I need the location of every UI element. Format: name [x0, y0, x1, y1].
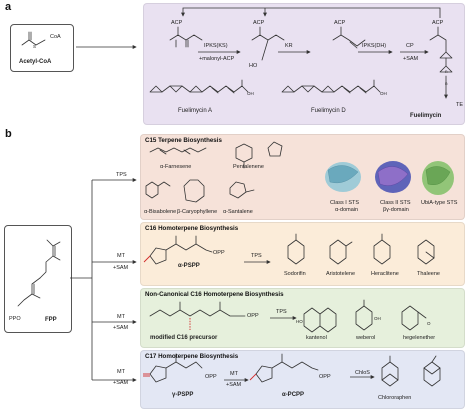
branch-mt-label-1: MT	[117, 253, 125, 259]
compound-alpha-santalene: α-Santalene	[223, 209, 253, 215]
c15-structures	[145, 141, 283, 203]
panel-a-letter: a	[5, 1, 12, 13]
compound-heraclitene: Heraclitene	[371, 271, 399, 277]
kantenol-ho-label: HO	[296, 319, 303, 324]
branch-sam-label-1: +SAM	[113, 265, 129, 271]
nc-product-structures	[303, 299, 427, 333]
c17-precursor-label: γ-PSPP	[172, 392, 194, 398]
protein-class2-line1: Class II STS	[380, 200, 411, 206]
protein-ubia-line1: UbiA-type STS	[421, 200, 458, 206]
fpp-structure	[17, 239, 61, 307]
panel-b-letter: b	[5, 128, 12, 140]
acetyl-coa-structure	[21, 31, 46, 46]
nc-precursor-label: modified C16 precursor	[150, 335, 218, 341]
c17-opp-label-1: OPP	[205, 374, 217, 380]
alpha-pspp-methyl	[143, 255, 151, 263]
ho-label: HO	[249, 63, 258, 69]
fpp-ppo-label: PPO	[9, 316, 21, 322]
step-sam-label: +SAM	[403, 56, 419, 62]
section-c15-title: C15 Terpene Biosynthesis	[145, 137, 222, 144]
fuelimycin-a-structure	[149, 79, 249, 94]
section-noncanonical-box	[140, 288, 465, 348]
branch-mt-label-3: MT	[117, 369, 125, 375]
protein-class1-line2: α-domain	[335, 207, 359, 213]
fpp-label: FPP	[45, 317, 57, 323]
compound-sodorifin: Sodorifin	[284, 271, 306, 277]
loop-arrow	[181, 7, 441, 18]
acp-label-3: ACP	[334, 20, 346, 26]
fuelimycin-d-oh: OH	[380, 91, 387, 96]
c16-tps-label: TPS	[251, 253, 262, 259]
c16-opp-label: OPP	[213, 250, 225, 256]
product-fuelimycin-d: Fuelimycin D	[311, 108, 346, 114]
product-fuelimycin: Fuelimycin	[410, 113, 442, 119]
c17-mt-label: MT	[230, 371, 238, 377]
alpha-pcpp-structure	[255, 353, 319, 383]
fuelimycin-structure	[429, 26, 453, 99]
acetyl-coa-label: Acetyl-CoA	[19, 59, 52, 65]
step-malonyl-label: +malonyl-ACP	[199, 56, 235, 62]
fuelimycin-d-structure	[281, 79, 381, 94]
modified-precursor-structure	[149, 301, 246, 317]
compound-kantenol: kantenol	[306, 335, 327, 341]
acetyl-coa-box	[10, 24, 74, 72]
n-label-1: n	[445, 69, 448, 74]
alpha-pcpp-methyl	[249, 373, 257, 381]
compound-aristotelene: Aristotelene	[326, 271, 356, 277]
coa-label: CoA	[50, 34, 61, 40]
chlororaphen-structures	[381, 355, 441, 387]
c17-sam-label: +SAM	[226, 382, 242, 388]
section-c17-title: C17 Homoterpene Biosynthesis	[145, 353, 239, 360]
protein-class1-structure	[325, 162, 361, 192]
intermediate-2	[251, 26, 285, 61]
protein-ubia-structure	[422, 161, 454, 195]
fuelimycin-a-oh: OH	[247, 91, 254, 96]
compound-pentalenene: Pentalenene	[233, 164, 264, 170]
section-noncanonical-title: Non-Canonical C16 Homoterpene Biosynthes…	[145, 291, 284, 298]
compound-beta-caryophyllene: β-Caryophyllene	[177, 209, 218, 215]
c17-chlos-label: ChloS	[355, 370, 370, 376]
branch-sam-label-3: +SAM	[113, 380, 129, 386]
acp-label-4: ACP	[432, 20, 444, 26]
nc-tps-label: TPS	[276, 309, 287, 315]
te-label: TE	[456, 102, 464, 108]
intermediate-3	[332, 26, 366, 49]
compound-chlororaphen: Chlororaphen	[378, 395, 412, 401]
branch-tps-label: TPS	[116, 172, 127, 178]
compound-alpha-farnesene: α-Farnesene	[160, 164, 192, 170]
gamma-pspp-structure	[149, 353, 203, 383]
compound-weberol: weberol	[356, 335, 376, 341]
step-ks-label: IPKS(KS)	[204, 43, 228, 49]
intermediate-1	[169, 26, 203, 48]
protein-class2-structure	[375, 161, 411, 193]
branch-mt-label-2: MT	[117, 314, 125, 320]
nc-opp-label: OPP	[247, 313, 259, 319]
branch-sam-label-2: +SAM	[113, 325, 129, 331]
acp-label-1: ACP	[171, 20, 183, 26]
step-cp-label: CP	[406, 43, 414, 49]
weberol-oh-label: OH	[374, 316, 381, 321]
section-c16-title: C16 Homoterpene Biosynthesis	[145, 225, 239, 232]
c16-product-structures	[287, 233, 435, 265]
alpha-pspp-structure	[149, 235, 213, 265]
compound-hegelenether: hegelenether	[403, 335, 436, 341]
c17-intermediate-label: α-PCPP	[282, 392, 305, 398]
step-dh-label: IPKS(DH)	[362, 43, 387, 49]
section-c16-box	[140, 222, 465, 286]
s-label: S	[33, 44, 37, 49]
hegelenether-o-label: O	[427, 321, 431, 326]
panel-a-pathway-box	[143, 3, 465, 125]
c17-opp-label-2: OPP	[319, 374, 331, 380]
protein-class2-line2: βγ-domain	[383, 207, 409, 213]
protein-class1-line1: Class I STS	[330, 200, 360, 206]
compound-alpha-bisabolene: α-Bisabolene	[144, 209, 177, 215]
branch-tree	[70, 178, 137, 382]
product-fuelimycin-a: Fuelimycin A	[178, 108, 213, 114]
compound-thaleene: Thaleene	[417, 271, 440, 277]
acp-label-2: ACP	[253, 20, 265, 26]
step-kr-label: KR	[285, 43, 293, 49]
c16-precursor-label: α-PSPP	[178, 263, 200, 269]
